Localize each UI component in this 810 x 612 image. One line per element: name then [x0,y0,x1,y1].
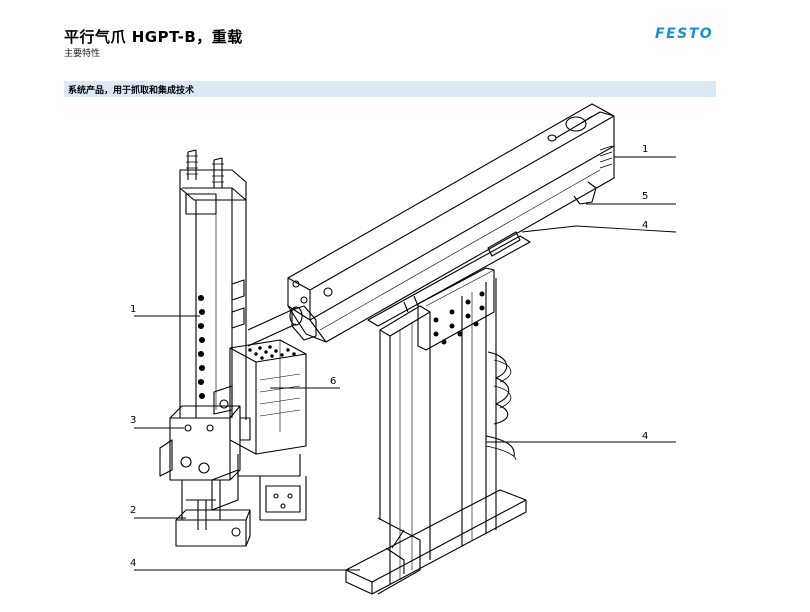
callout-3: 3 [130,415,136,426]
horizontal-axis [247,103,615,351]
callout-2: 2 [130,505,136,516]
vertical-axis [159,149,251,547]
page-title: 平行气爪 HGPT-B，重载 [64,28,243,46]
support-column [345,278,527,595]
callout-5: 5 [642,191,648,202]
motor-unit [211,339,307,521]
callout-4-bottom: 4 [130,558,136,569]
callout-4-top: 4 [642,220,648,231]
section-heading: 系统产品，用于抓取和集成技术 [68,86,195,96]
page-subtitle: 主要特性 [64,49,101,59]
callout-1-right: 1 [642,144,648,155]
leader-line-4-top [521,225,677,233]
callout-1-left: 1 [130,304,136,315]
festo-logo: FESTO [655,26,714,42]
callout-6: 6 [330,376,336,387]
section-header-bar: 系统产品，用于抓取和集成技术 [64,81,716,97]
callout-4-middle: 4 [642,431,648,442]
